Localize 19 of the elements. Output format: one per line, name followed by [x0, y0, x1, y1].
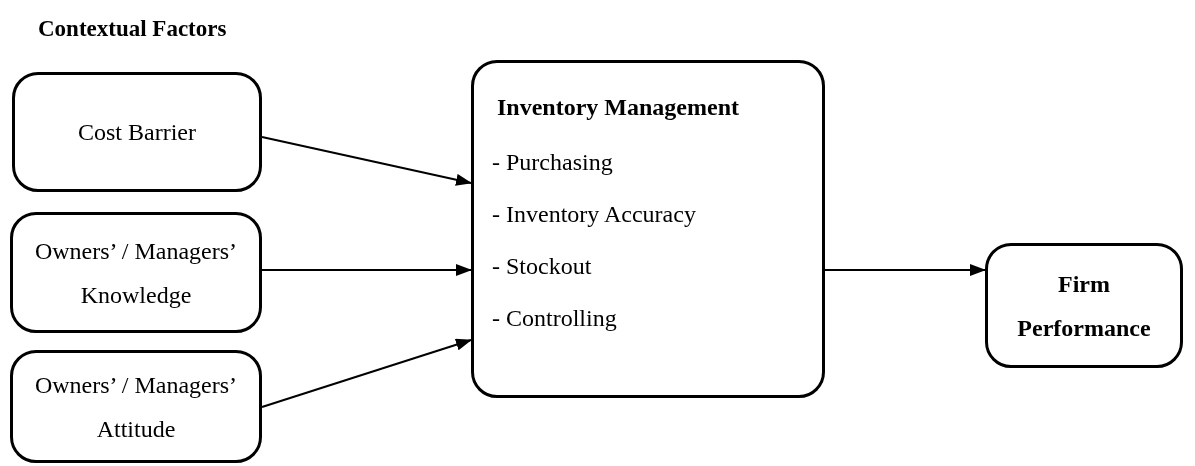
box-heading: Inventory Management — [497, 93, 739, 122]
rounded-box — [10, 350, 262, 463]
arrow — [261, 264, 472, 276]
list-item: - Stockout — [492, 252, 592, 281]
list-item: - Controlling — [492, 304, 617, 333]
box-label: Cost Barrier — [78, 118, 196, 147]
box-label: Owners’ / Managers’ Knowledge — [33, 236, 239, 310]
rounded-box — [985, 243, 1183, 368]
rounded-box — [471, 60, 825, 398]
box-label: Firm Performance — [1016, 269, 1152, 343]
box-label: Owners’ / Managers’ Attitude — [33, 370, 239, 444]
arrow — [261, 136, 472, 186]
rounded-box — [10, 212, 262, 333]
arrow — [261, 338, 472, 408]
arrow — [824, 264, 986, 276]
list-item: - Purchasing — [492, 148, 613, 177]
list-item: - Inventory Accuracy — [492, 200, 696, 229]
rounded-box — [12, 72, 262, 192]
diagram-title: Contextual Factors — [38, 16, 227, 42]
